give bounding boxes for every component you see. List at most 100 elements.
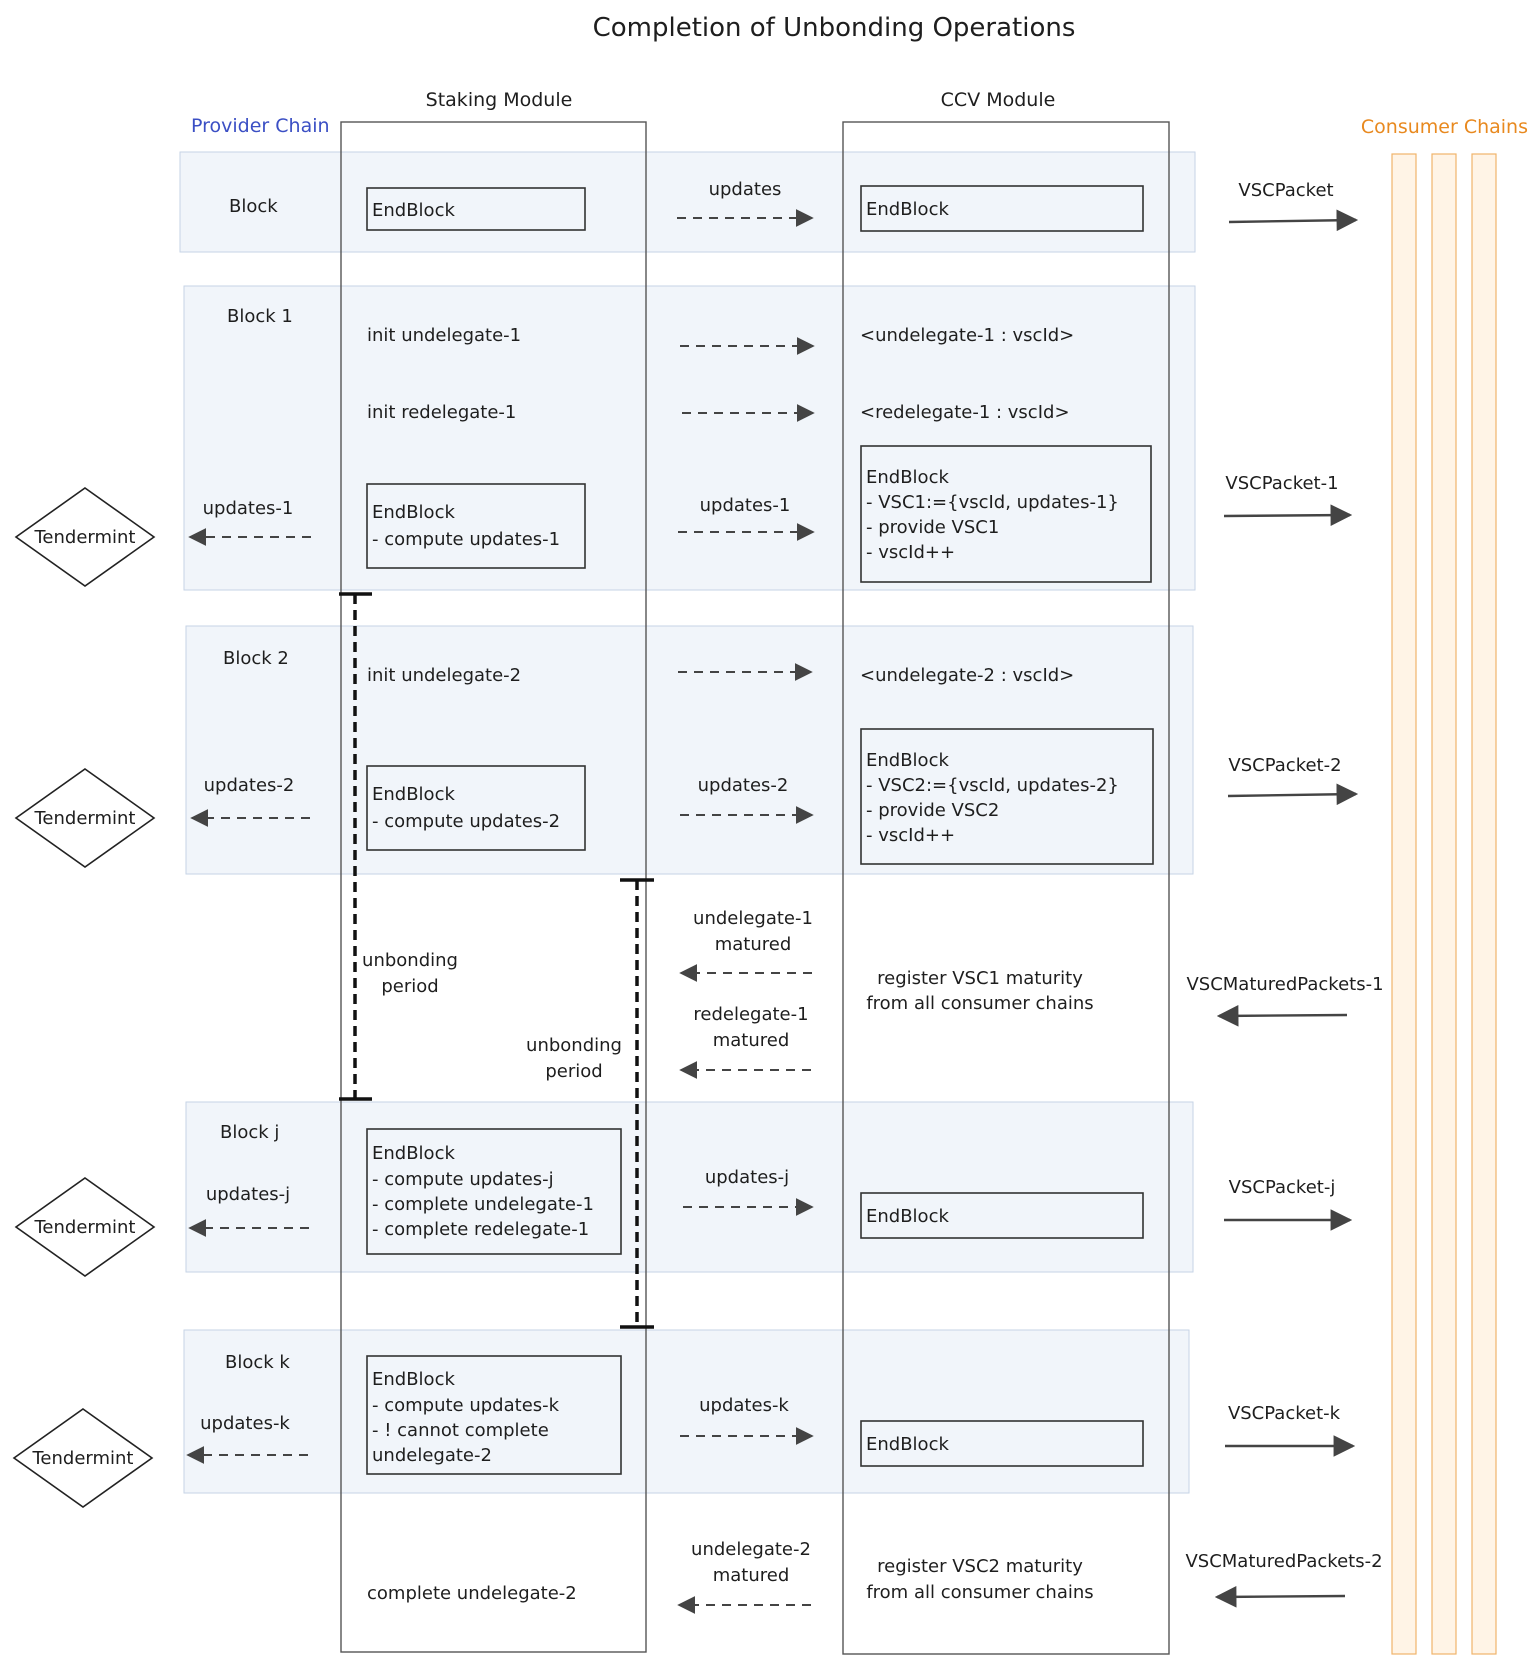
consumer-chain-column-2 [1431, 153, 1457, 1655]
tendermint-node-1 [14, 487, 156, 587]
arrow-vscmaturedpackets-2 [1214, 1586, 1346, 1608]
block-band-k [183, 1329, 1190, 1494]
redelegate-1-matured-line-1: redelegate-1 [693, 1004, 808, 1025]
tendermint-label-2: Tendermint [33, 808, 135, 829]
staking-endblock-j-line-1: EndBlock [372, 1143, 455, 1164]
block-label-1: Block 1 [227, 306, 293, 327]
staking-endblock-2-line-1: EndBlock [372, 784, 455, 805]
arrow-label-updates: updates [709, 179, 782, 200]
undelegate-2-matured-line-2: matured [713, 1565, 790, 1586]
register-vsc1-line-1: register VSC1 maturity [877, 968, 1083, 989]
complete-undelegate-2: complete undelegate-2 [367, 1583, 577, 1604]
packet-label-matured-2: VSCMaturedPackets-2 [1185, 1551, 1382, 1572]
consumer-chain-column-1 [1391, 153, 1417, 1655]
register-vsc2-line-2: from all consumer chains [866, 1582, 1093, 1603]
ccv-endblock-0-line: EndBlock [866, 199, 949, 220]
diagram-title: Completion of Unbonding Operations [593, 13, 1076, 43]
staking-endblock-j-line-3: - complete undelegate-1 [372, 1194, 594, 1215]
tm-label-updates-k: updates-k [200, 1413, 290, 1434]
ccv-endblock-2-line-1: EndBlock [866, 750, 949, 771]
ccv-endblock-2 [860, 728, 1154, 865]
ccv-endblock-1-line-1: EndBlock [866, 467, 949, 488]
ccv-endblock-0 [860, 185, 1144, 232]
ccv-endblock-k-line: EndBlock [866, 1434, 949, 1455]
staking-endblock-1-line-1: EndBlock [372, 502, 455, 523]
staking-module-header: Staking Module [426, 89, 573, 111]
tendermint-label-j: Tendermint [33, 1217, 135, 1238]
ccv-endblock-1-line-3: - provide VSC1 [866, 517, 999, 538]
block-band-j [185, 1101, 1194, 1273]
unbonding-period-2-line-1: unbonding [526, 1035, 622, 1056]
arrow-label-updates-2: updates-2 [698, 775, 789, 796]
arrow-vscpacket-1 [1223, 504, 1353, 526]
staking-endblock-k-line-2: - compute updates-k [372, 1395, 560, 1416]
unbonding-period-1-line-2: period [381, 976, 438, 997]
consumer-chains-label: Consumer Chains [1361, 116, 1528, 138]
register-vsc2-line-1: register VSC2 maturity [877, 1556, 1083, 1577]
staking-endblock-k-line-1: EndBlock [372, 1369, 455, 1390]
tendermint-node-j [14, 1177, 156, 1277]
staking-endblock-k-line-4: undelegate-2 [372, 1445, 492, 1466]
staking-endblock-2-line-2: - compute updates-2 [372, 811, 560, 832]
staking-endblock-1-line-2: - compute updates-1 [372, 529, 560, 550]
staking-module-column [340, 121, 647, 1653]
ccv-endblock-j-line: EndBlock [866, 1206, 949, 1227]
ccv-endblock-2-line-3: - provide VSC2 [866, 800, 999, 821]
ccv-endblock-1-line-2: - VSC1:={vscId, updates-1} [866, 492, 1119, 513]
init-undelegate-2: init undelegate-2 [367, 665, 521, 686]
init-undelegate-1: init undelegate-1 [367, 325, 521, 346]
tendermint-label-k: Tendermint [31, 1448, 133, 1469]
register-vsc1-line-2: from all consumer chains [866, 993, 1093, 1014]
staking-endblock-j-line-2: - compute updates-j [372, 1169, 554, 1190]
staking-endblock-k [366, 1355, 622, 1475]
unbonding-period-1-line-1: unbonding [362, 950, 458, 971]
ccv-endblock-2-line-4: - vscId++ [866, 825, 955, 846]
undelegate-2-matured-line-1: undelegate-2 [691, 1539, 811, 1560]
unbonding-period-2-line-2: period [545, 1061, 602, 1082]
staking-endblock-k-line-3: - ! cannot complete [372, 1420, 549, 1441]
arrow-vscmaturedpackets-1 [1216, 1005, 1348, 1027]
packet-label-vsc: VSCPacket [1238, 180, 1333, 201]
ccv-module-column [842, 121, 1170, 1655]
ccv-endblock-1 [860, 445, 1152, 583]
ccv-endblock-2-line-2: - VSC2:={vscId, updates-2} [866, 775, 1119, 796]
ccv-undelegate-1: <undelegate-1 : vscId> [860, 325, 1074, 346]
init-redelegate-1: init redelegate-1 [367, 402, 516, 423]
tendermint-node-2 [14, 768, 156, 868]
packet-label-vsc-k: VSCPacket-k [1228, 1403, 1341, 1424]
tm-label-updates-1: updates-1 [203, 498, 294, 519]
packet-label-matured-1: VSCMaturedPackets-1 [1186, 974, 1383, 995]
block-band-0 [179, 151, 1196, 253]
staking-endblock-j [366, 1128, 622, 1255]
packet-label-vsc-1: VSCPacket-1 [1225, 473, 1338, 494]
arrow-label-updates-j: updates-j [705, 1167, 789, 1188]
packet-label-vsc-2: VSCPacket-2 [1228, 755, 1341, 776]
ccv-endblock-k [860, 1420, 1144, 1467]
block-label-0: Block [229, 196, 278, 217]
arrow-vscpacket-2 [1227, 783, 1359, 806]
block-label-2: Block 2 [223, 648, 289, 669]
staking-endblock-0-line: EndBlock [372, 200, 455, 221]
tendermint-node-k [12, 1408, 154, 1508]
ccv-redelegate-1: <redelegate-1 : vscId> [860, 402, 1070, 423]
block-band-1 [183, 285, 1196, 591]
undelegate-1-matured-line-2: matured [715, 934, 792, 955]
block-label-j: Block j [220, 1122, 279, 1143]
ccv-endblock-j [860, 1192, 1144, 1239]
staking-endblock-1 [366, 483, 586, 569]
arrow-vscpacket [1228, 209, 1359, 232]
block-band-2 [185, 625, 1194, 875]
ccv-undelegate-2: <undelegate-2 : vscId> [860, 665, 1074, 686]
ccv-module-header: CCV Module [941, 89, 1056, 111]
provider-chain-label: Provider Chain [191, 115, 330, 137]
consumer-chain-column-3 [1471, 153, 1497, 1655]
staking-endblock-2 [366, 765, 586, 851]
arrow-label-updates-1: updates-1 [700, 495, 791, 516]
staking-endblock-j-line-4: - complete redelegate-1 [372, 1219, 589, 1240]
block-label-k: Block k [225, 1352, 290, 1373]
redelegate-1-matured-line-2: matured [713, 1030, 790, 1051]
packet-label-vsc-j: VSCPacket-j [1229, 1177, 1336, 1198]
staking-endblock-0 [366, 187, 586, 231]
